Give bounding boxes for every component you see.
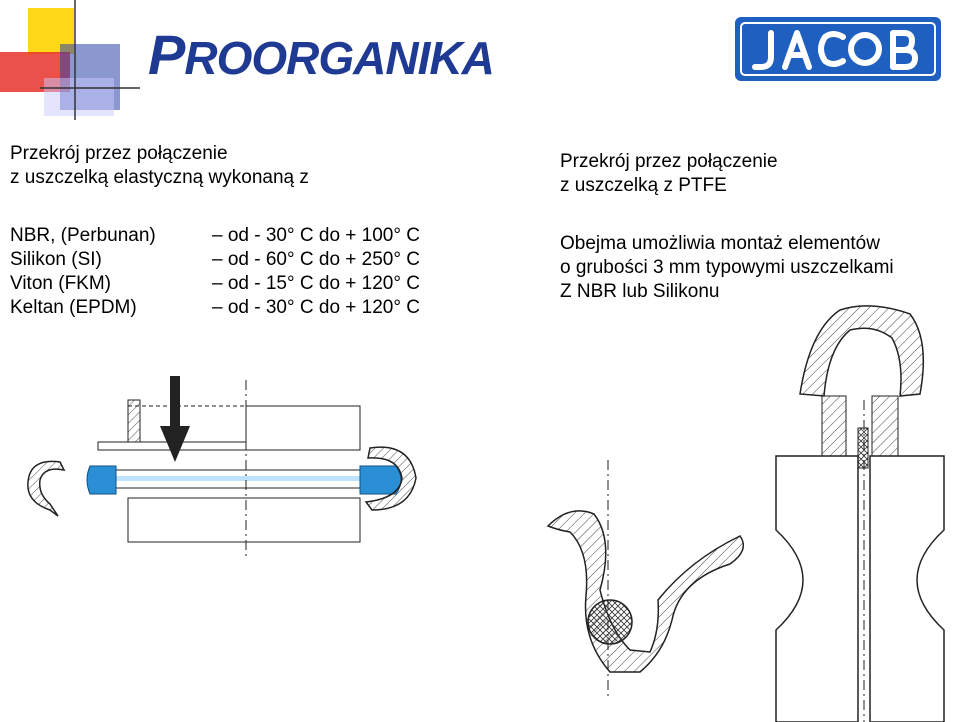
header-decoration (0, 0, 140, 120)
brand-rest: ROORGANIKA (184, 32, 494, 84)
right-title-line2: z uszczelką z PTFE (560, 175, 727, 196)
material-name: NBR, (Perbunan) (10, 225, 156, 246)
material-range: – od - 60° C do + 250° C (212, 249, 420, 270)
right-description: Obejma umożliwia montaż elementów o grub… (560, 232, 894, 304)
material-range: – od - 15° C do + 120° C (212, 273, 420, 294)
materials-list: NBR, (Perbunan) Silikon (SI) Viton (FKM)… (10, 224, 156, 320)
left-title: Przekrój przez połączenie z uszczelką el… (10, 142, 309, 190)
left-title-line1: Przekrój przez połączenie (10, 143, 228, 164)
brand-logo: PROORGANIKA (148, 27, 495, 84)
material-range: – od - 30° C do + 120° C (212, 297, 420, 318)
ptfe-seal-cross-section (546, 305, 945, 722)
temperature-ranges: – od - 30° C do + 100° C – od - 60° C do… (212, 224, 420, 320)
right-desc-line2: o grubości 3 mm typowymi uszczelkami (560, 257, 894, 278)
material-name: Silikon (SI) (10, 249, 102, 270)
material-range: – od - 30° C do + 100° C (212, 225, 420, 246)
material-name: Keltan (EPDM) (10, 297, 137, 318)
brand-initial: P (148, 23, 185, 86)
left-title-line2: z uszczelką elastyczną wykonaną z (10, 167, 309, 188)
right-desc-line1: Obejma umożliwia montaż elementów (560, 233, 880, 254)
right-title: Przekrój przez połączenie z uszczelką z … (560, 150, 778, 198)
elastic-seal-cross-section (27, 376, 417, 558)
partner-logo (735, 17, 941, 81)
material-name: Viton (FKM) (10, 273, 112, 294)
right-title-line1: Przekrój przez połączenie (560, 151, 778, 172)
right-desc-line3: Z NBR lub Silikonu (560, 281, 720, 302)
